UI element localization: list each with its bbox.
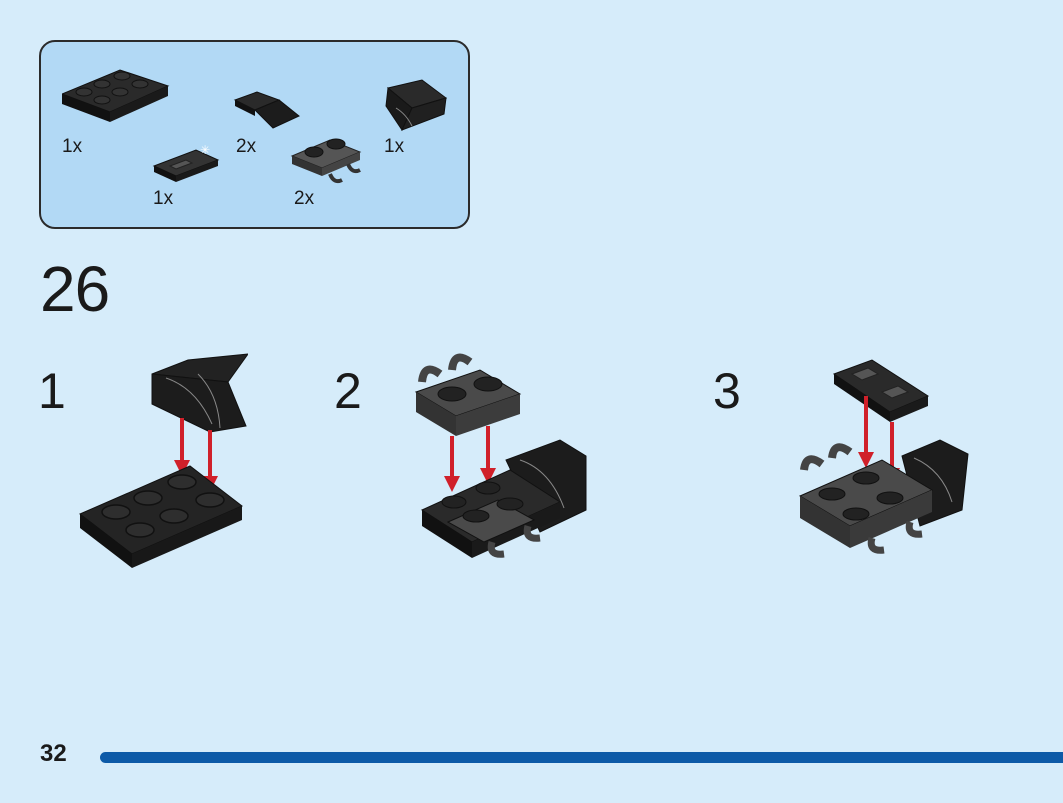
substep-1-label: 1 <box>38 363 66 419</box>
clip-plate-part-icon <box>290 138 362 184</box>
part-4-qty: 2x <box>294 188 315 209</box>
substep-2-illustration <box>414 353 587 558</box>
substep-2-label: 2 <box>334 363 362 419</box>
parts-list-box <box>39 40 470 229</box>
progress-bar <box>100 752 1063 763</box>
step-number: 26 <box>40 253 110 325</box>
part-2-qty: 1x <box>153 188 174 209</box>
plate-2x3-part-icon <box>62 69 170 122</box>
substep-3-label: 3 <box>713 363 741 419</box>
tile-grille-part-icon: ✳ <box>152 143 220 182</box>
part-3-qty: 2x <box>236 136 257 157</box>
part-5-qty: 1x <box>384 136 405 157</box>
slope-part-icon <box>233 91 300 129</box>
svg-text:✳: ✳ <box>200 143 210 157</box>
windscreen-part-icon <box>385 79 448 132</box>
part-1-qty: 1x <box>62 136 83 157</box>
substep-1-illustration <box>79 353 248 568</box>
substep-3-illustration <box>798 359 969 554</box>
page-number: 32 <box>40 740 67 767</box>
